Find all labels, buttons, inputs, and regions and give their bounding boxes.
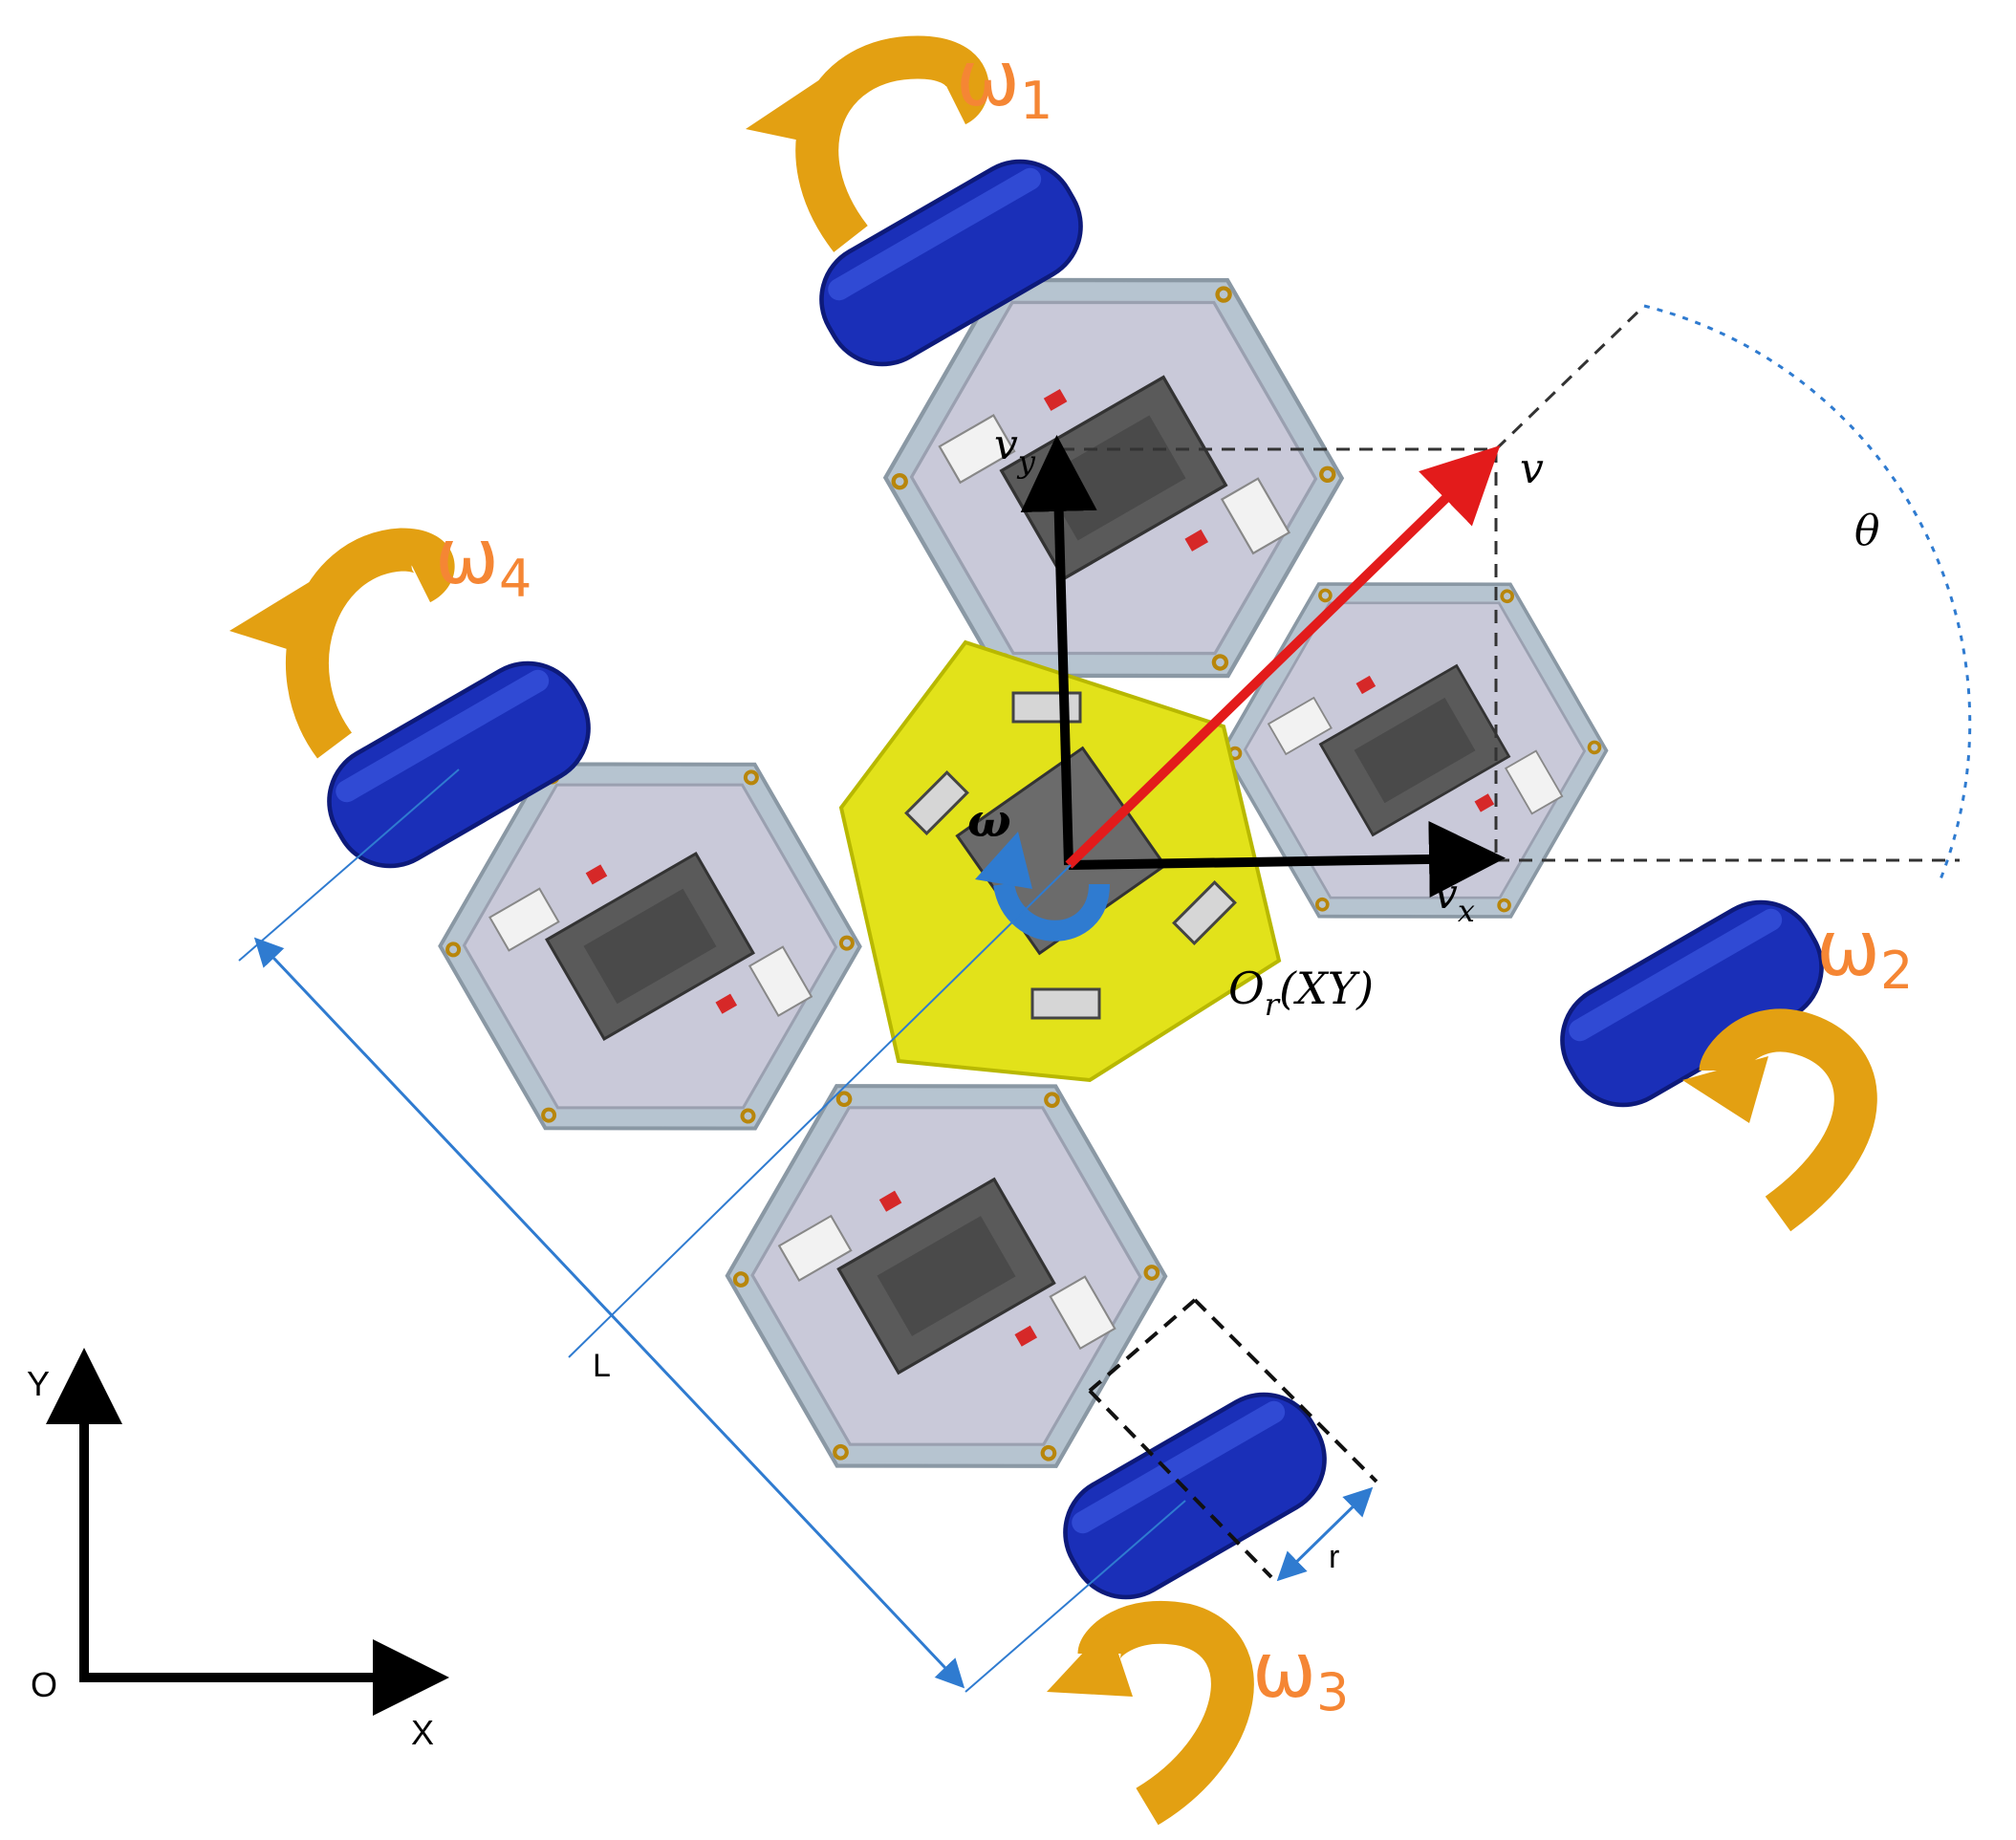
omega-2-label: ω2 — [1816, 904, 1913, 1001]
dimension-center-line — [568, 864, 1072, 1358]
v-label: v — [1520, 444, 1544, 493]
wheel-2 — [1542, 882, 1841, 1125]
vy-arrow — [1020, 435, 1097, 866]
global-x-label: X — [411, 1713, 434, 1752]
theta-arc — [1643, 304, 1972, 880]
connector-center-2 — [1172, 880, 1237, 945]
vx-arrow — [1068, 820, 1506, 898]
rotation-arrow-4 — [229, 528, 455, 759]
center-rotation-arrowhead — [975, 832, 1032, 889]
vx-label: vx — [1434, 870, 1475, 929]
dimension-L-ext-1 — [238, 768, 460, 962]
omega-1-label: ω1 — [956, 34, 1052, 131]
connector-center-3 — [1030, 987, 1101, 1020]
dimension-L-label: L — [593, 1348, 611, 1384]
connector-center-4 — [1011, 691, 1082, 724]
dimension-r-line — [1276, 1486, 1374, 1582]
omega-center-label: ω — [967, 794, 1011, 848]
construction-lines — [1061, 304, 1960, 862]
origin-robot-label: Or(XY) — [1228, 963, 1374, 1023]
center-rotation-arrow — [993, 881, 1110, 942]
global-origin-label: O — [31, 1665, 57, 1704]
vy-label: vy — [994, 421, 1036, 480]
rotation-arrow-3 — [1047, 1600, 1254, 1826]
dimension-r-box — [1088, 1298, 1378, 1579]
rotation-arrow-1 — [746, 35, 989, 252]
dimension-L-ext-2 — [965, 1500, 1186, 1693]
connector-center-1 — [904, 770, 969, 835]
rotation-arrow-2 — [1682, 1008, 1877, 1232]
global-y-label: Y — [27, 1364, 50, 1403]
theta-label: θ — [1854, 507, 1880, 555]
omega-3-label: ω3 — [1252, 1626, 1349, 1722]
dimension-r-label: r — [1329, 1539, 1339, 1575]
v-arrow — [1065, 445, 1501, 869]
dimension-L-line — [253, 937, 965, 1689]
omega-4-label: ω4 — [435, 512, 531, 609]
